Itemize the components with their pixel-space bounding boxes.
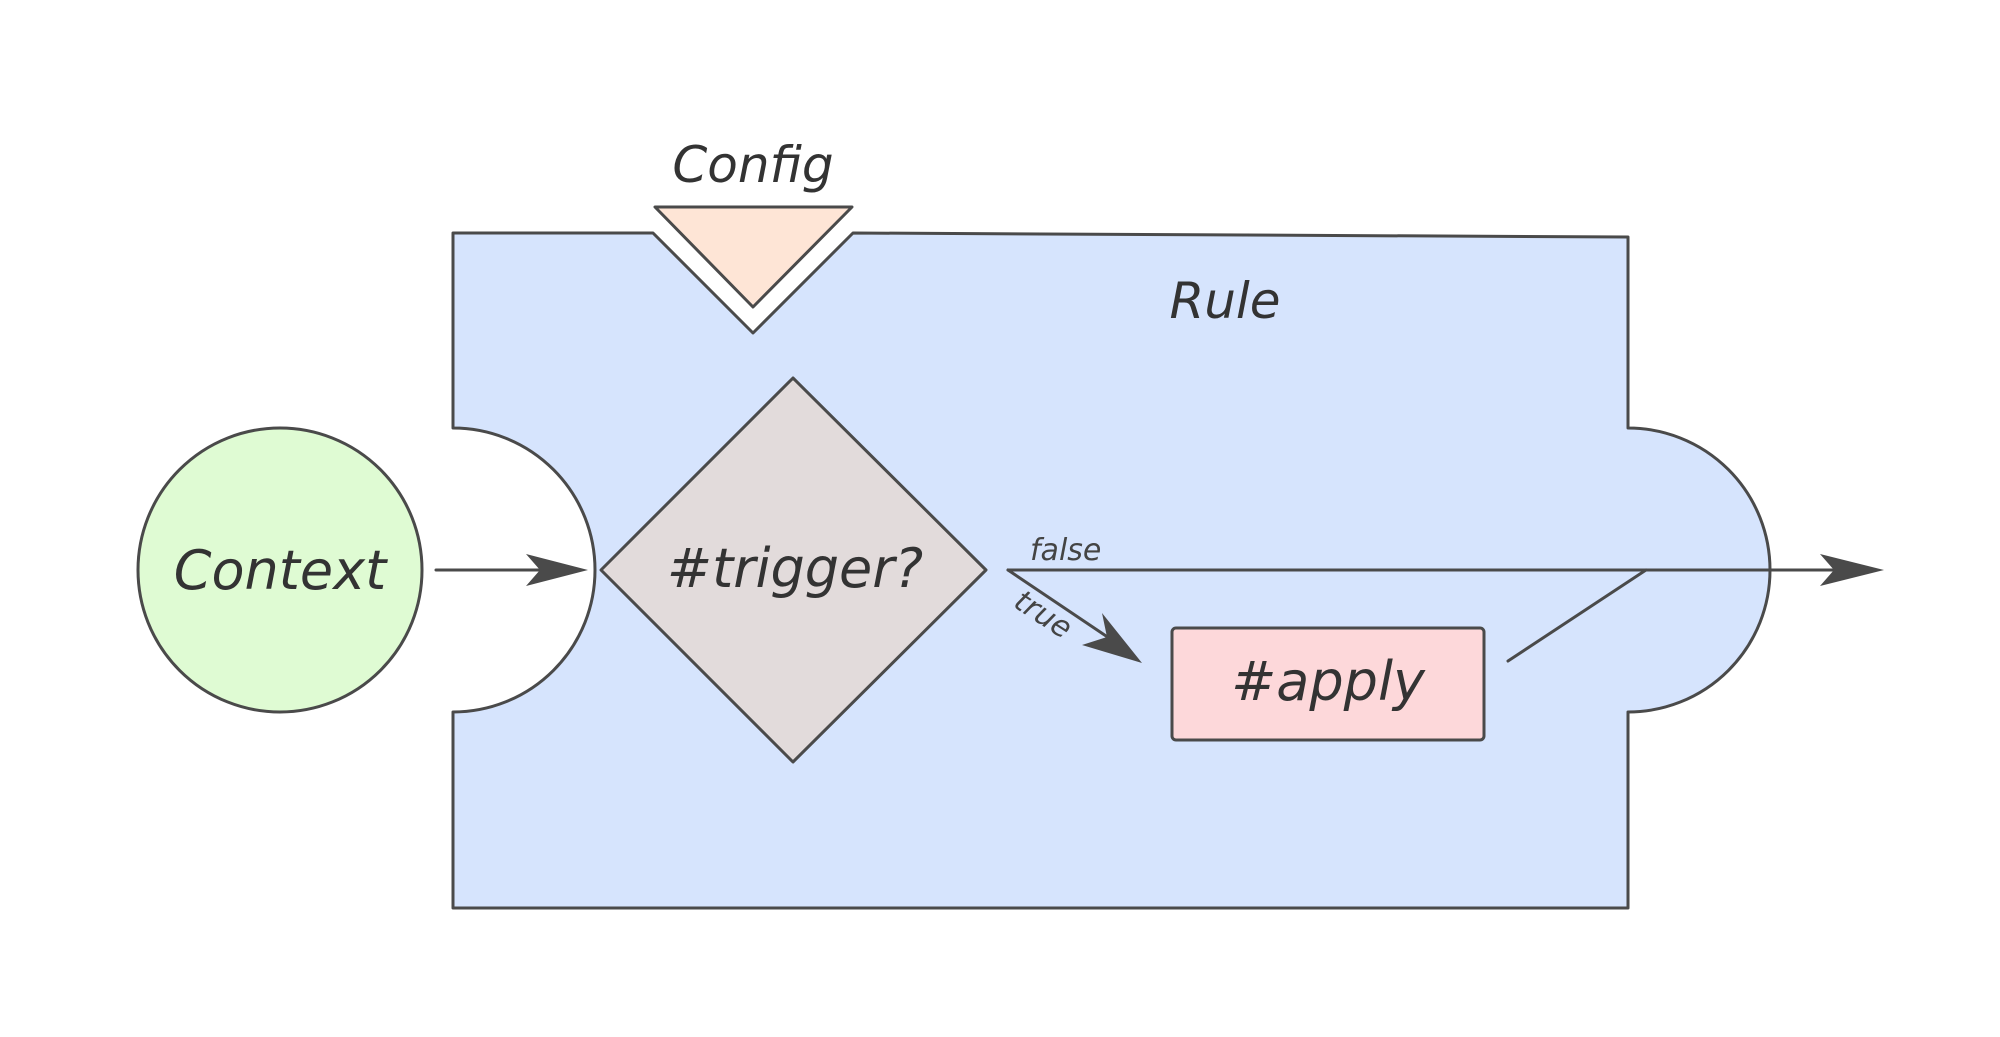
context-to-rule-arrowhead (526, 554, 588, 586)
context-circle (136, 426, 424, 714)
true-branch-arrowhead (1082, 613, 1142, 663)
trigger-label: #trigger? (667, 537, 923, 600)
apply-label: #apply (1231, 650, 1426, 713)
false-edge-label: false (1030, 533, 1101, 568)
apply-box (1170, 626, 1486, 742)
apply-to-merge-line (1506, 568, 1648, 663)
output-arrowhead (1820, 554, 1884, 586)
trigger-diamond (599, 376, 988, 764)
true-branch-line (1006, 568, 1117, 644)
config-label: Config (672, 136, 833, 194)
context-label: Context (174, 539, 388, 602)
rule-label: Rule (1169, 272, 1280, 330)
config-triangle (653, 205, 854, 309)
